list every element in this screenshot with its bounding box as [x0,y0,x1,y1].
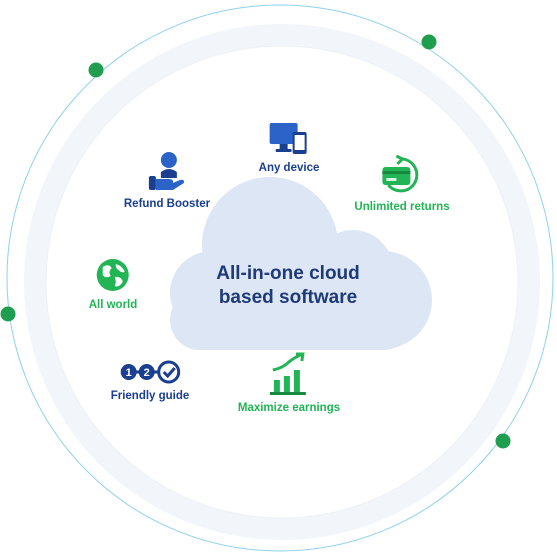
feature-refund-booster-label: Refund Booster [123,198,211,210]
ring-dot-bottom-right [495,433,511,449]
cloud-title: All-in-one cloud based software [178,262,398,310]
outer-ring [6,4,554,552]
svg-text:1: 1 [126,367,132,379]
feature-maximize-earnings-label: Maximize earnings [237,402,341,414]
inner-band-edge [45,45,519,519]
feature-any-device-label: Any device [258,162,320,174]
ring-dot-left [0,306,16,322]
feature-all-world-label: All world [88,299,138,311]
ring-dot-top-left [88,62,104,78]
card-return-icon [382,155,418,193]
feature-unlimited-returns: Unlimited returns [354,155,450,213]
feature-refund-booster: Refund Booster [124,150,210,210]
ring-dot-top-right [421,34,437,50]
feature-maximize-earnings: Maximize earnings [238,352,340,414]
feature-friendly-guide: 1 2 Friendly guide [110,360,190,402]
bar-chart-growth-icon [269,352,306,395]
cloud-title-line-1: All-in-one cloud [216,263,360,284]
svg-text:2: 2 [144,367,150,379]
devices-icon [269,123,307,154]
feature-all-world: All world [88,257,138,311]
cloud-title-line-2: based software [218,287,358,308]
person-hand-icon [149,152,185,190]
feature-any-device: Any device [258,122,320,174]
feature-unlimited-returns-label: Unlimited returns [354,201,450,213]
steps-icon: 1 2 [121,360,181,384]
inner-band [24,24,540,540]
cloud-shape [170,177,432,350]
feature-friendly-guide-label: Friendly guide [110,390,190,402]
globe-icon [97,259,129,291]
